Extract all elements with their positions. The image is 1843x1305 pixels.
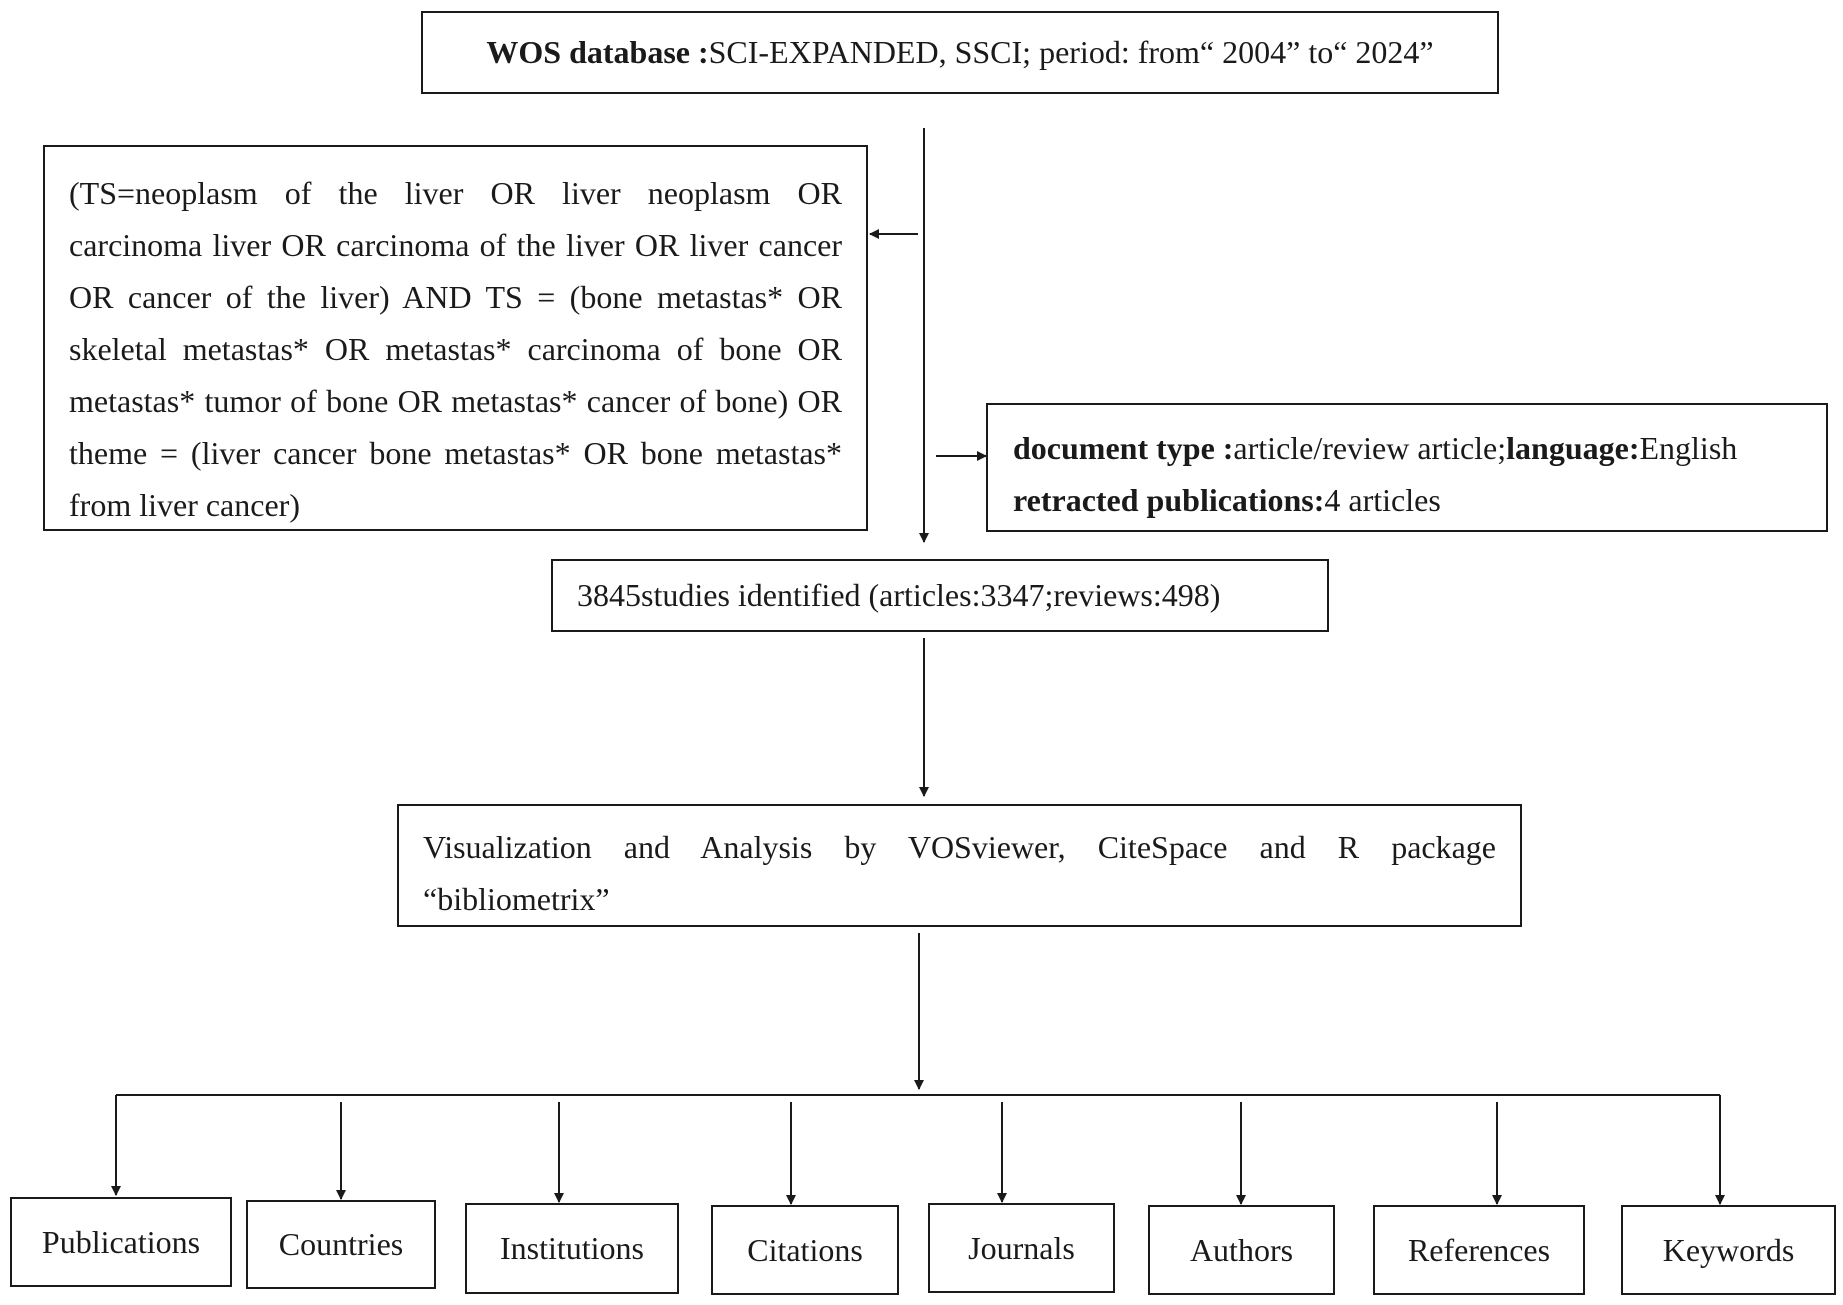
filter-line-1: document type :article/review article;la… xyxy=(1013,422,1826,474)
output-box-institutions: Institutions xyxy=(465,1203,679,1294)
output-box-authors: Authors xyxy=(1148,1205,1335,1295)
data-source-box: WOS database : SCI-EXPANDED, SSCI; perio… xyxy=(421,11,1499,94)
doc-type-label: document type : xyxy=(1013,430,1234,466)
source-label: WOS database : xyxy=(486,34,709,70)
output-box-citations: Citations xyxy=(711,1205,899,1295)
output-label-journals: Journals xyxy=(968,1229,1075,1266)
filter-line-2: retracted publications:4 articles xyxy=(1013,474,1826,526)
studies-identified-box: 3845studies identified (articles:3347;re… xyxy=(551,559,1329,632)
analysis-tools-text: Visualization and Analysis by VOSviewer,… xyxy=(423,829,1496,917)
source-text: SCI-EXPANDED, SSCI; period: from“ 2004” … xyxy=(708,34,1434,70)
output-label-authors: Authors xyxy=(1189,1231,1294,1268)
search-query-box: (TS=neoplasm of the liver OR liver neopl… xyxy=(43,145,868,531)
output-box-countries: Countries xyxy=(246,1200,436,1289)
output-label-citations: Citations xyxy=(747,1231,863,1268)
studies-identified-text: 3845studies identified (articles:3347;re… xyxy=(577,577,1221,613)
output-box-publications: Publications xyxy=(10,1197,232,1287)
search-query-text: (TS=neoplasm of the liver OR liver neopl… xyxy=(69,175,842,523)
language-label: language: xyxy=(1506,430,1640,466)
output-box-references: References xyxy=(1373,1205,1585,1295)
doc-type-value: article/review article; xyxy=(1233,430,1507,466)
output-label-keywords: Keywords xyxy=(1662,1231,1795,1268)
output-box-journals: Journals xyxy=(928,1203,1115,1293)
analysis-tools-box: Visualization and Analysis by VOSviewer,… xyxy=(397,804,1522,927)
output-label-references: References xyxy=(1407,1231,1551,1268)
output-label-countries: Countries xyxy=(278,1226,404,1262)
language-value: English xyxy=(1639,430,1738,466)
retracted-value: 4 articles xyxy=(1324,482,1441,518)
output-label-publications: Publications xyxy=(41,1223,201,1260)
filter-criteria-box: document type :article/review article;la… xyxy=(986,403,1828,532)
retracted-label: retracted publications: xyxy=(1013,482,1325,518)
output-label-institutions: Institutions xyxy=(499,1230,644,1266)
output-box-keywords: Keywords xyxy=(1621,1205,1836,1295)
